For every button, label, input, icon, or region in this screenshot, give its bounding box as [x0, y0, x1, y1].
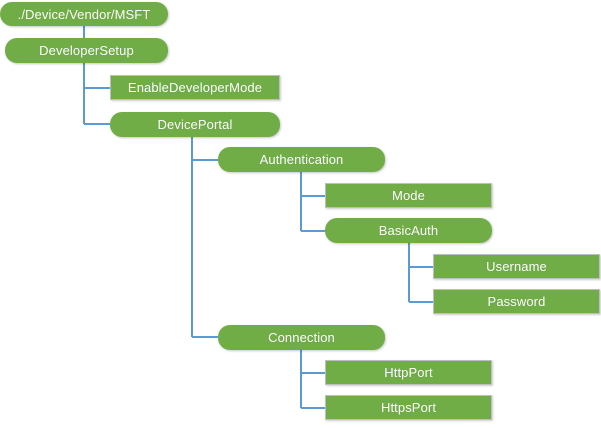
node-connection-label: Connection — [268, 330, 335, 345]
node-https-port[interactable]: HttpsPort — [325, 395, 492, 420]
node-password-label: Password — [487, 294, 546, 309]
node-mode[interactable]: Mode — [325, 183, 492, 208]
node-root[interactable]: ./Device/Vendor/MSFT — [0, 2, 168, 26]
node-http-port[interactable]: HttpPort — [325, 360, 492, 385]
node-authentication-label: Authentication — [259, 152, 344, 167]
node-device-portal-label: DevicePortal — [157, 117, 233, 132]
node-authentication[interactable]: Authentication — [218, 147, 385, 172]
node-username[interactable]: Username — [433, 254, 600, 279]
node-developer-setup[interactable]: DeveloperSetup — [5, 38, 168, 63]
node-password[interactable]: Password — [433, 289, 600, 314]
node-root-label: ./Device/Vendor/MSFT — [17, 6, 151, 22]
node-connection[interactable]: Connection — [218, 325, 385, 350]
node-enable-developer-mode-label: EnableDeveloperMode — [127, 80, 263, 95]
node-basic-auth[interactable]: BasicAuth — [325, 218, 492, 243]
node-device-portal[interactable]: DevicePortal — [110, 112, 280, 137]
node-mode-label: Mode — [392, 188, 425, 203]
node-enable-developer-mode[interactable]: EnableDeveloperMode — [110, 75, 280, 100]
node-username-label: Username — [486, 259, 547, 274]
node-basic-auth-label: BasicAuth — [378, 223, 439, 238]
node-http-port-label: HttpPort — [384, 365, 433, 380]
node-https-port-label: HttpsPort — [380, 400, 437, 415]
node-developer-setup-label: DeveloperSetup — [39, 43, 134, 58]
